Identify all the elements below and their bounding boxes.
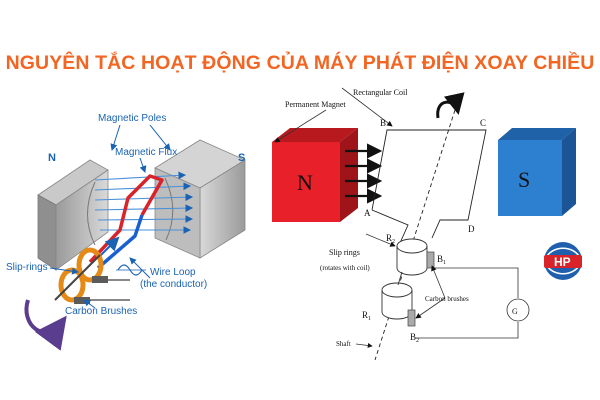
magnetic-poles-label: Magnetic Poles <box>98 113 166 124</box>
right-pole-s-label: S <box>518 167 530 192</box>
left-carbon-brushes <box>74 276 130 304</box>
wire-loop-sublabel: (the conductor) <box>140 279 207 290</box>
logo-text: HP <box>554 255 571 269</box>
rectangular-coil <box>371 109 487 361</box>
corner-a-label: A <box>364 208 371 218</box>
wire-loop-label: Wire Loop <box>150 267 196 278</box>
right-north-magnet: N <box>272 128 358 222</box>
right-pole-n-label: N <box>297 170 313 195</box>
right-flux-arrows <box>345 143 383 204</box>
permanent-magnet-label: Permanent Magnet <box>285 100 346 109</box>
page-title: NGUYÊN TẮC HOẠT ĐỘNG CỦA MÁY PHÁT ĐIỆN X… <box>5 52 595 74</box>
left-north-magnet <box>37 159 109 271</box>
right-carbon-brushes-label: Carbon brushes <box>425 295 469 303</box>
r2-label: R2 <box>386 233 395 245</box>
right-generator-diagram: N S <box>272 87 576 361</box>
right-slip-rings-label: Slip rings <box>329 248 360 257</box>
right-slip-rings <box>381 238 428 320</box>
left-pole-n-label: N <box>48 152 56 164</box>
left-generator-diagram: Magnetic Poles Magnetic Flux N S Slip-ri… <box>6 113 246 351</box>
shaft-label: Shaft <box>336 340 351 348</box>
wire-loop <box>88 174 164 270</box>
corner-c-label: C <box>480 118 486 128</box>
corner-b-label: B <box>380 118 386 128</box>
r1-label: R1 <box>362 310 371 322</box>
rectangular-coil-label: Rectangular Coil <box>353 88 408 97</box>
right-south-magnet: S <box>498 128 576 216</box>
magnetic-flux-label: Magnetic Flux <box>115 147 177 158</box>
right-slip-rings-sublabel: (rotates with coil) <box>320 264 370 272</box>
hp-logo: HP <box>544 242 582 280</box>
external-circuit <box>274 87 530 339</box>
corner-d-label: D <box>468 224 475 234</box>
rotation-arrow <box>24 299 67 351</box>
coil-rotation-arrow <box>436 92 465 119</box>
galvanometer-label: G <box>512 307 518 316</box>
b2-label: B2 <box>410 332 419 344</box>
left-slip-rings-label: Slip-rings <box>6 262 48 273</box>
left-carbon-brushes-label: Carbon Brushes <box>65 306 137 317</box>
b1-label: B1 <box>437 254 446 266</box>
left-south-magnet <box>154 139 246 259</box>
right-carbon-brushes <box>407 251 435 327</box>
left-pole-s-label: S <box>238 152 245 164</box>
